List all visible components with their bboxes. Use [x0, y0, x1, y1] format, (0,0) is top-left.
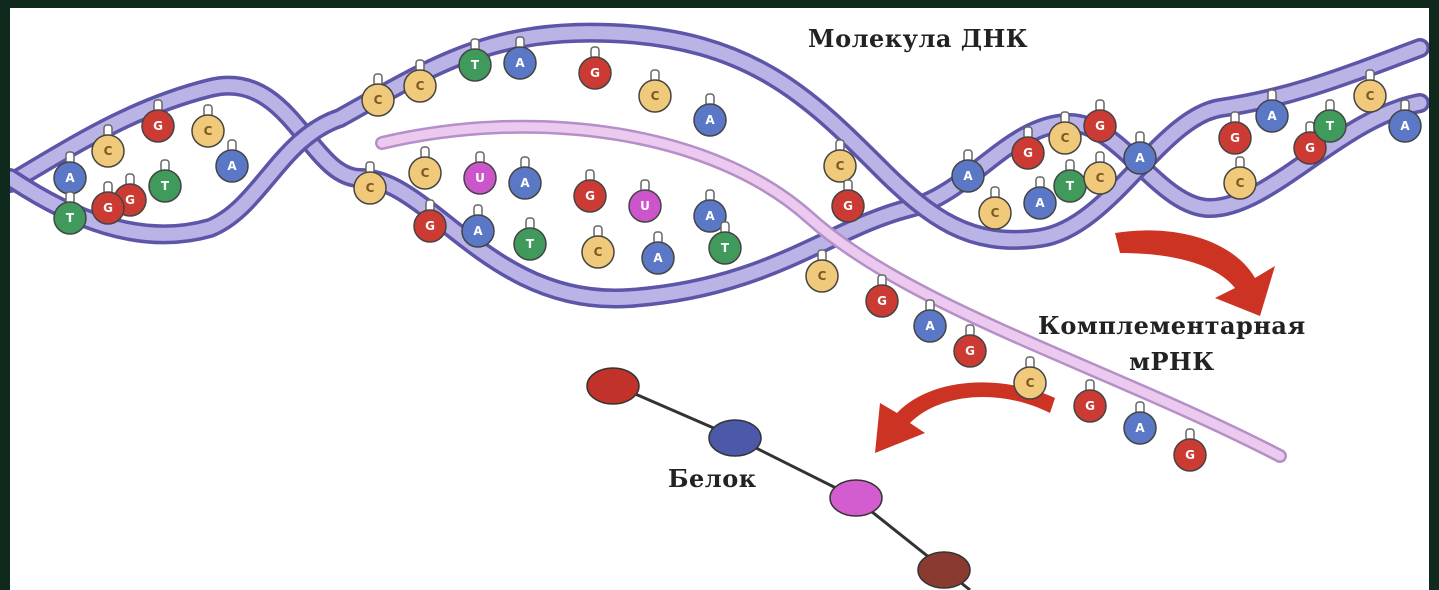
nucleotide-letter: G [843, 199, 853, 213]
nucleotide-letter: T [66, 211, 75, 225]
amino-acid-bead [830, 480, 882, 516]
nucleotide-letter: C [416, 79, 425, 93]
nucleotide-letter: G [125, 193, 135, 207]
nucleotide-letter: A [705, 209, 715, 223]
nucleotide-letter: G [965, 344, 975, 358]
nucleotide-g: G [954, 325, 986, 367]
nucleotide-letter: G [1095, 119, 1105, 133]
dna-transcription-illustration: ACGCAGTGTCCTAGCACCUAGUAGATCATCGACGCGATCA… [10, 8, 1429, 590]
nucleotide-u: U [629, 180, 661, 222]
nucleotide-letter: A [963, 169, 973, 183]
transcription-arrow-icon [1115, 230, 1275, 316]
nucleotide-g: G [574, 170, 606, 212]
nucleotide-t: T [1054, 160, 1086, 202]
nucleotide-letter: T [1326, 119, 1335, 133]
nucleotide-letter: A [653, 251, 663, 265]
nucleotide-letter: G [103, 201, 113, 215]
nucleotide-letter: C [1366, 89, 1375, 103]
nucleotide-letter: A [1135, 151, 1145, 165]
nucleotide-letter: A [1135, 421, 1145, 435]
nucleotide-c: C [1084, 152, 1116, 194]
amino-acid-bead [587, 368, 639, 404]
nucleotide-letter: C [204, 124, 213, 138]
nucleotide-letter: G [1305, 141, 1315, 155]
nucleotide-letter: G [1185, 448, 1195, 462]
nucleotide-a: A [1024, 177, 1056, 219]
nucleotide-letter: A [65, 171, 75, 185]
nucleotide-letter: T [526, 237, 535, 251]
amino-acid-bead [918, 552, 970, 588]
nucleotide-letter: G [590, 66, 600, 80]
nucleotide-letter: G [425, 219, 435, 233]
nucleotide-c: C [979, 187, 1011, 229]
nucleotide-letter: A [473, 224, 483, 238]
nucleotide-g: G [579, 47, 611, 89]
nucleotide-letter: C [1026, 376, 1035, 390]
nucleotide-letter: C [651, 89, 660, 103]
nucleotide-letter: C [1061, 131, 1070, 145]
nucleotide-letter: C [594, 245, 603, 259]
nucleotide-t: T [514, 218, 546, 260]
nucleotide-g: G [1074, 380, 1106, 422]
nucleotide-g: G [1084, 100, 1116, 142]
nucleotide-a: A [216, 140, 248, 182]
dna-molecule-label: Молекула ДНК [808, 24, 1028, 53]
mrna-label-line-1: Комплементарная [1038, 308, 1306, 344]
nucleotide-t: T [149, 160, 181, 202]
nucleotide-letter: A [705, 113, 715, 127]
nucleotide-letter: C [366, 181, 375, 195]
nucleotide-letter: G [153, 119, 163, 133]
nucleotide-letter: A [520, 176, 530, 190]
nucleotide-a: A [642, 232, 674, 274]
nucleotide-a: A [1124, 402, 1156, 444]
nucleotide-letter: G [1023, 146, 1033, 160]
nucleotide-letter: G [1085, 399, 1095, 413]
nucleotide-letter: C [1096, 171, 1105, 185]
nucleotide-letter: T [721, 241, 730, 255]
nucleotide-letter: G [1230, 131, 1240, 145]
nucleotide-t: T [1314, 100, 1346, 142]
nucleotide-letter: A [227, 159, 237, 173]
nucleotide-letter: C [836, 159, 845, 173]
nucleotide-g: G [1219, 112, 1251, 154]
nucleotide-letter: G [585, 189, 595, 203]
nucleotide-c: C [1224, 157, 1256, 199]
nucleotide-u: U [464, 152, 496, 194]
nucleotide-letter: U [640, 199, 650, 213]
nucleotide-letter: C [1236, 176, 1245, 190]
nucleotide-letter: T [1066, 179, 1075, 193]
mrna-label-line-2: мРНК [1038, 344, 1306, 380]
nucleotide-a: A [1124, 132, 1156, 174]
nucleotide-letter: G [877, 294, 887, 308]
nucleotide-a: A [694, 94, 726, 136]
nucleotide-letter: A [1400, 119, 1410, 133]
nucleotide-letter: T [471, 58, 480, 72]
nucleotide-a: A [462, 205, 494, 247]
nucleotide-letter: C [104, 144, 113, 158]
amino-acid-bead [709, 420, 761, 456]
nucleotide-c: C [639, 70, 671, 112]
nucleotide-g: G [1174, 429, 1206, 471]
nucleotide-c: C [582, 226, 614, 268]
nucleotide-letter: C [991, 206, 1000, 220]
protein-label: Белок [668, 464, 757, 493]
nucleotide-c: C [409, 147, 441, 189]
nucleotide-c: C [192, 105, 224, 147]
nucleotide-letter: U [475, 171, 485, 185]
nucleotide-letter: A [1035, 196, 1045, 210]
nucleotide-letter: C [421, 166, 430, 180]
mrna-label: Комплементарная мРНК [1038, 308, 1306, 380]
nucleotide-g: G [832, 180, 864, 222]
nucleotide-letter: C [818, 269, 827, 283]
nucleotide-letter: A [1267, 109, 1277, 123]
nucleotide-letter: A [515, 56, 525, 70]
nucleotide-letter: T [161, 179, 170, 193]
nucleotide-letter: A [925, 319, 935, 333]
nucleotide-a: A [509, 157, 541, 199]
diagram-canvas: ACGCAGTGTCCTAGCACCUAGUAGATCATCGACGCGATCA… [10, 8, 1429, 590]
nucleotide-letter: C [374, 93, 383, 107]
